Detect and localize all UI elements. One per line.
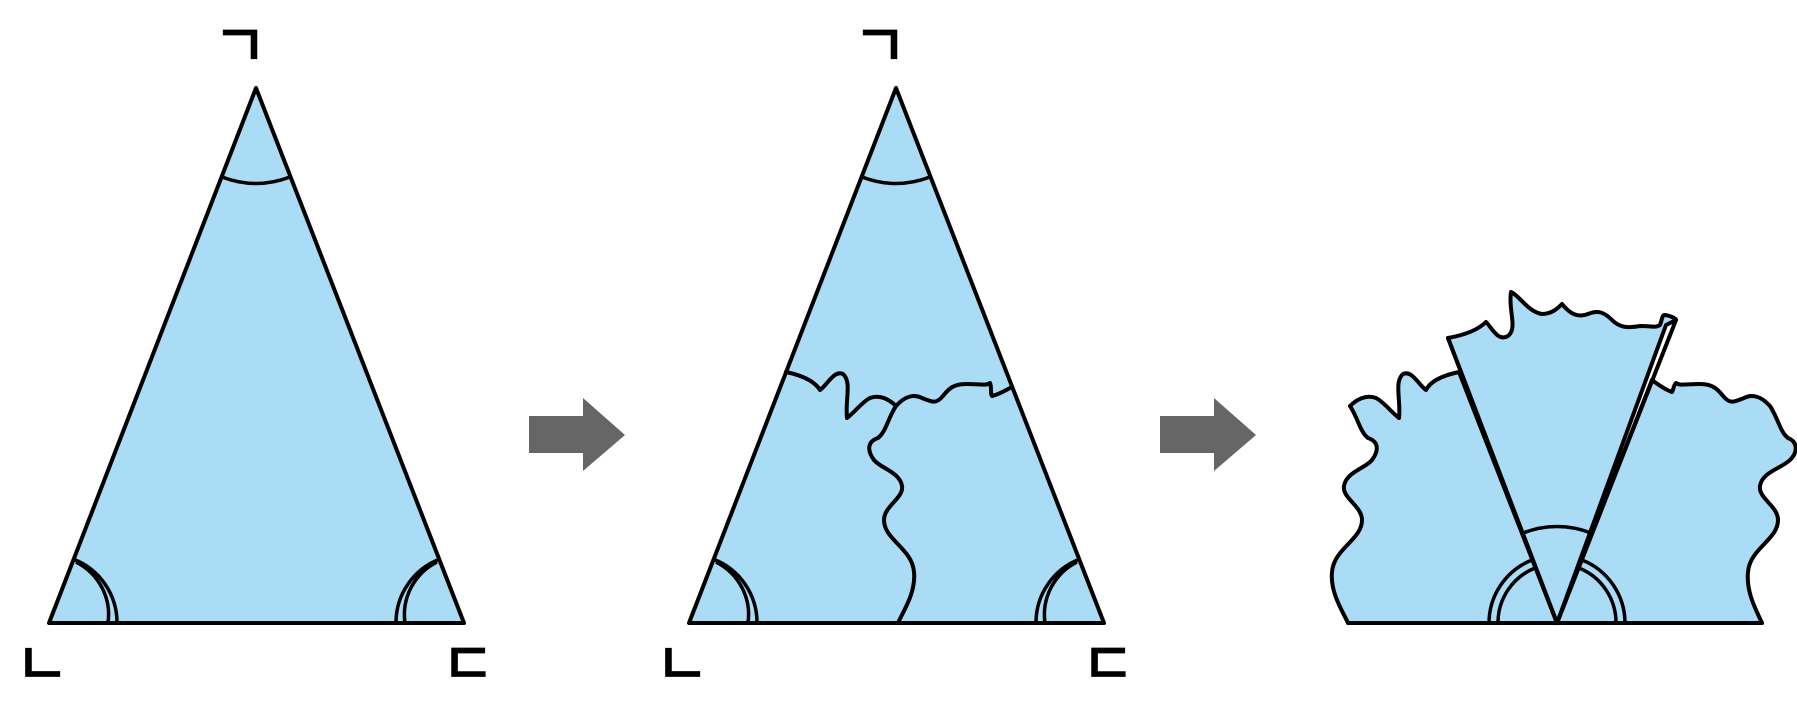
- vertex-label-apex: ㄱ: [853, 12, 906, 80]
- bottom-right-angle-marker: [394, 557, 441, 624]
- vertex-label-bottom-right: ㄷ: [1081, 630, 1134, 698]
- arrow-right-1: [529, 398, 625, 471]
- piece-top: [1446, 290, 1678, 625]
- vertex-label-bottom-left: ㄴ: [15, 630, 68, 698]
- piece-right: [1555, 378, 1797, 625]
- vertex-label-apex: ㄱ: [213, 12, 266, 80]
- triangle-shape: [47, 86, 466, 625]
- tear-line-vertical: [867, 404, 917, 625]
- bottom-right-angle-marker: [1578, 558, 1627, 624]
- panel-torn-triangle: ㄱ ㄴ ㄷ: [655, 12, 1134, 698]
- tear-line-top: [784, 370, 1012, 420]
- bottom-left-angle-marker: [72, 557, 119, 624]
- piece-left: [1329, 370, 1559, 625]
- apex-angle-arc: [221, 175, 291, 186]
- panel-original-triangle: ㄱ ㄴ ㄷ: [15, 12, 494, 698]
- apex-angle-arc: [1522, 524, 1592, 535]
- bottom-right-angle-marker: [1034, 557, 1081, 624]
- vertex-label-bottom-left: ㄴ: [655, 630, 708, 698]
- panel-rearranged-angles: [1329, 290, 1797, 625]
- piece-top-right-edge: [1555, 318, 1678, 625]
- bottom-left-angle-marker: [712, 557, 759, 624]
- bottom-left-angle-marker: [1487, 558, 1536, 624]
- apex-angle-arc: [861, 175, 931, 186]
- vertex-label-bottom-right: ㄷ: [441, 630, 494, 698]
- piece-top-left-edge: [1446, 336, 1559, 625]
- arrow-right-2: [1160, 398, 1256, 471]
